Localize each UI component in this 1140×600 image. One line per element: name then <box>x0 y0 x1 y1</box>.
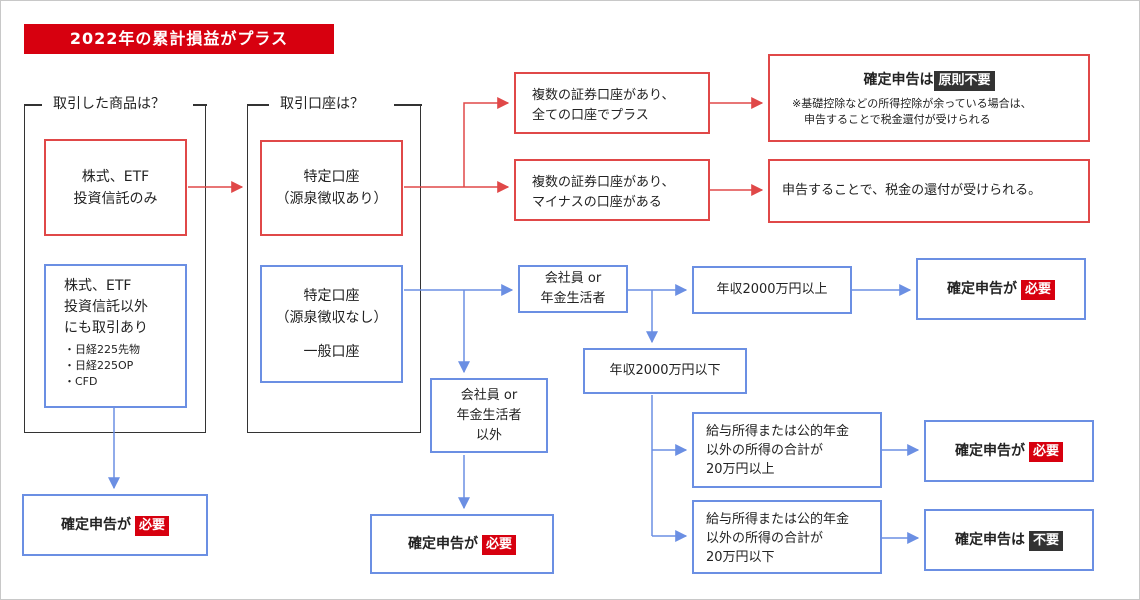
result-text: 確定申告が <box>946 280 1017 297</box>
other-over-line2: 以外の所得の合計が <box>706 443 824 458</box>
stocks-only-box: 株式、ETF 投資信託のみ <box>44 139 187 236</box>
result-text: 確定申告が <box>954 442 1025 459</box>
multi-plus-line2: 全ての口座でプラス <box>532 108 649 123</box>
principle-tag: 原則不要 <box>934 71 995 91</box>
principle-note2: 申告することで税金還付が受けられる <box>804 113 991 126</box>
tokutei-with-box: 特定口座 （源泉徴収あり） <box>260 140 403 236</box>
stocks-other-line3: にも取引あり <box>64 320 148 336</box>
stocks-only-line2: 投資信託のみ <box>73 190 158 207</box>
result-box: 確定申告が必要 <box>924 420 1094 482</box>
other-under-box: 給与所得または公的年金 以外の所得の合計が 20万円以下 <box>692 500 882 574</box>
other-over-line1: 給与所得または公的年金 <box>706 424 850 439</box>
stocks-only-line1: 株式、ETF <box>81 168 150 185</box>
principle-box: 確定申告は原則不要 ※基礎控除などの所得控除が余っている場合は、 申告することで… <box>768 54 1090 142</box>
result-box: 確定申告が必要 <box>22 494 208 556</box>
result-text: 確定申告が <box>60 516 131 533</box>
stocks-other-item: ・CFD <box>64 375 98 388</box>
multi-plus-line1: 複数の証券口座があり、 <box>532 88 675 103</box>
multi-plus-box: 複数の証券口座があり、 全ての口座でプラス <box>514 72 710 134</box>
tokutei-without-line1: 特定口座 <box>303 288 360 304</box>
stocks-other-item: ・日経225OP <box>64 359 134 372</box>
stocks-other-line1: 株式、ETF <box>64 278 132 294</box>
required-tag: 必要 <box>1020 279 1055 300</box>
required-tag: 必要 <box>481 534 516 555</box>
other-over-box: 給与所得または公的年金 以外の所得の合計が 20万円以上 <box>692 412 882 488</box>
tokutei-without-line2: （源泉徴収なし） <box>275 310 388 326</box>
multi-minus-line2: マイナスの口座がある <box>532 195 662 210</box>
income-under-box: 年収2000万円以下 <box>583 348 747 394</box>
principle-note1: ※基礎控除などの所得控除が余っている場合は、 <box>792 97 1032 110</box>
non-employee-box: 会社員 or 年金生活者 以外 <box>430 378 548 453</box>
refund-box: 申告することで、税金の還付が受けられる。 <box>768 159 1090 223</box>
employee-box: 会社員 or 年金生活者 <box>518 265 628 313</box>
income-under-text: 年収2000万円以下 <box>609 363 721 378</box>
non-employee-line2: 年金生活者 <box>456 407 522 423</box>
product-group-label: 取引した商品は？ <box>53 96 165 112</box>
principle-heading: 確定申告は <box>863 72 934 88</box>
tokutei-without-box: 特定口座 （源泉徴収なし） 一般口座 <box>260 265 403 383</box>
result-box: 確定申告は不要 <box>924 509 1094 571</box>
income-over-box: 年収2000万円以上 <box>692 266 852 314</box>
account-group: 取引口座は？ <box>246 96 422 433</box>
not-required-tag: 不要 <box>1028 530 1063 551</box>
refund-text: 申告することで、税金の還付が受けられる。 <box>782 183 1042 198</box>
tokutei-with-line2: （源泉徴収あり） <box>275 191 388 207</box>
product-group: 取引した商品は？ <box>23 96 207 433</box>
required-tag: 必要 <box>1028 441 1063 462</box>
result-box: 確定申告が必要 <box>370 514 554 574</box>
tokutei-without-line3: 一般口座 <box>303 344 360 360</box>
other-under-line2: 以外の所得の合計が <box>706 531 824 546</box>
principle-heading-row: 確定申告は原則不要 <box>770 70 1088 91</box>
result-text: 確定申告は <box>954 531 1025 548</box>
stocks-other-box: 株式、ETF 投資信託以外 にも取引あり ・日経225先物 ・日経225OP ・… <box>44 264 187 408</box>
non-employee-line1: 会社員 or <box>460 387 518 403</box>
result-box: 確定申告が必要 <box>916 258 1086 320</box>
result-text: 確定申告が <box>407 535 478 552</box>
arrow-to-multi-plus <box>463 97 510 187</box>
other-under-line1: 給与所得または公的年金 <box>706 512 850 527</box>
tokutei-with-line1: 特定口座 <box>303 169 360 185</box>
account-group-label: 取引口座は？ <box>280 96 364 112</box>
employee-line1: 会社員 or <box>544 271 602 286</box>
other-under-line3: 20万円以下 <box>706 550 775 565</box>
required-tag: 必要 <box>134 515 169 536</box>
employee-line2: 年金生活者 <box>540 291 606 306</box>
title-banner: 2022年の累計損益がプラス <box>24 24 334 54</box>
multi-minus-line1: 複数の証券口座があり、 <box>532 175 675 190</box>
non-employee-line3: 以外 <box>475 427 502 443</box>
other-over-line3: 20万円以上 <box>706 462 775 477</box>
stocks-other-item: ・日経225先物 <box>64 343 140 356</box>
stocks-other-line2: 投資信託以外 <box>64 299 148 315</box>
multi-minus-box: 複数の証券口座があり、 マイナスの口座がある <box>514 159 710 221</box>
income-over-text: 年収2000万円以上 <box>716 282 828 297</box>
